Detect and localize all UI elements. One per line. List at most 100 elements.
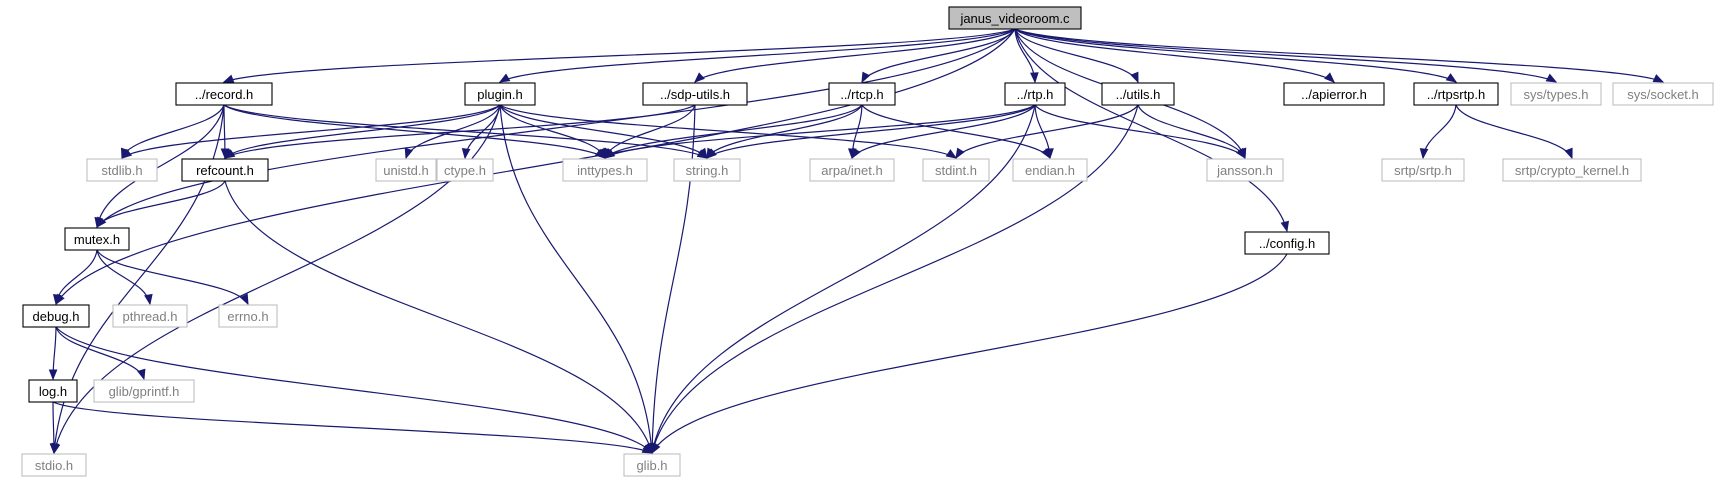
node-stdio-box bbox=[21, 453, 87, 477]
node-inttypes[interactable]: inttypes.h bbox=[562, 158, 648, 182]
node-stdint[interactable]: stdint.h bbox=[922, 158, 990, 182]
node-rtpsrtp-box bbox=[1413, 82, 1499, 106]
edge-refcount-to-glib bbox=[224, 180, 653, 454]
edge-record-to-stdlib bbox=[121, 104, 225, 159]
node-pthread-box bbox=[112, 304, 188, 328]
node-debug[interactable]: debug.h bbox=[22, 304, 90, 328]
node-unistd-label: unistd.h bbox=[383, 163, 429, 178]
node-syssocket-box bbox=[1612, 82, 1714, 106]
arrowhead-pthread bbox=[144, 293, 153, 306]
node-string-label: string.h bbox=[686, 163, 729, 178]
edge-sdputils-to-refcount bbox=[224, 104, 696, 159]
node-stdlib[interactable]: stdlib.h bbox=[86, 158, 158, 182]
node-glib[interactable]: glib.h bbox=[623, 453, 681, 477]
node-gprintf[interactable]: glib/gprintf.h bbox=[93, 379, 195, 403]
arrowhead-stdint bbox=[955, 147, 965, 160]
node-apierror-box bbox=[1283, 82, 1385, 106]
arrowhead-arpainet bbox=[851, 147, 861, 160]
node-refcount[interactable]: refcount.h bbox=[181, 158, 269, 182]
arrowhead-ctype bbox=[461, 148, 471, 160]
arrowhead-stdio bbox=[49, 443, 59, 455]
node-unistd-box bbox=[375, 158, 437, 182]
edge-rtcp-to-endian bbox=[861, 104, 1051, 159]
edge-debug-to-glib bbox=[55, 326, 653, 454]
edge-rtcp-to-inttypes bbox=[604, 104, 863, 159]
node-string[interactable]: string.h bbox=[673, 158, 741, 182]
node-rtpsrtp[interactable]: ../rtpsrtp.h bbox=[1413, 82, 1499, 106]
node-rtcp-box bbox=[828, 82, 896, 106]
node-inttypes-label: inttypes.h bbox=[577, 163, 633, 178]
node-stdint-label: stdint.h bbox=[935, 163, 977, 178]
node-errno[interactable]: errno.h bbox=[218, 304, 278, 328]
node-record-label: ../record.h bbox=[195, 87, 254, 102]
node-utils-label: ../utils.h bbox=[1116, 87, 1161, 102]
arrowhead-syssocket bbox=[1652, 74, 1665, 83]
node-ctype[interactable]: ctype.h bbox=[436, 158, 494, 182]
node-jansson-label: jansson.h bbox=[1216, 163, 1273, 178]
edge-debug-to-gprintf bbox=[55, 326, 145, 380]
edge-mutex-to-errno bbox=[96, 249, 249, 305]
node-mutex-label: mutex.h bbox=[74, 232, 120, 247]
node-plugin[interactable]: plugin.h bbox=[464, 82, 536, 106]
node-sdputils-label: ../sdp-utils.h bbox=[660, 87, 730, 102]
node-endian[interactable]: endian.h bbox=[1012, 158, 1088, 182]
edge-rtcp-to-string bbox=[706, 104, 863, 159]
arrowhead-errno bbox=[239, 293, 249, 306]
node-log[interactable]: log.h bbox=[28, 379, 78, 403]
node-arpainet[interactable]: arpa/inet.h bbox=[809, 158, 895, 182]
edge-rtpsrtp-to-srtp bbox=[1422, 104, 1457, 159]
node-janus[interactable]: janus_videoroom.c bbox=[948, 6, 1082, 30]
node-apierror[interactable]: ../apierror.h bbox=[1283, 82, 1385, 106]
node-config-label: ../config.h bbox=[1259, 236, 1315, 251]
edge-janus-to-rtcp bbox=[861, 28, 1016, 83]
arrowhead-rtcp bbox=[861, 71, 871, 84]
edge-plugin-to-string bbox=[499, 104, 708, 159]
node-srtp-box bbox=[1381, 158, 1465, 182]
node-crypto[interactable]: srtp/crypto_kernel.h bbox=[1502, 158, 1642, 182]
node-record[interactable]: ../record.h bbox=[175, 82, 273, 106]
arrowhead-glib bbox=[641, 444, 654, 454]
arrowhead-string bbox=[706, 148, 717, 159]
arrowhead-layer bbox=[48, 71, 1665, 455]
edge-janus-to-apierror bbox=[1014, 28, 1335, 83]
arrowhead-string bbox=[698, 147, 708, 160]
node-config[interactable]: ../config.h bbox=[1244, 231, 1330, 255]
node-ctype-box bbox=[436, 158, 494, 182]
node-apierror-label: ../apierror.h bbox=[1301, 87, 1367, 102]
node-stdio-label: stdio.h bbox=[35, 458, 73, 473]
arrowhead-systypes bbox=[1545, 73, 1558, 83]
node-gprintf-label: glib/gprintf.h bbox=[109, 384, 180, 399]
node-rtp[interactable]: ../rtp.h bbox=[1004, 82, 1066, 106]
node-systypes[interactable]: sys/types.h bbox=[1510, 82, 1602, 106]
arrowhead-debug bbox=[52, 294, 62, 306]
node-utils-box bbox=[1101, 82, 1175, 106]
node-record-box bbox=[175, 82, 273, 106]
edge-plugin-to-inttypes bbox=[499, 104, 606, 159]
node-inttypes-box bbox=[562, 158, 648, 182]
node-srtp-label: srtp/srtp.h bbox=[1394, 163, 1452, 178]
arrowhead-gprintf bbox=[137, 368, 146, 381]
node-stdint-box bbox=[922, 158, 990, 182]
edge-refcount-to-mutex bbox=[96, 180, 226, 228]
edge-rtpsrtp-to-crypto bbox=[1455, 104, 1573, 159]
edge-janus-to-utils bbox=[1014, 28, 1139, 83]
arrowhead-mutex bbox=[96, 216, 106, 229]
node-sdputils[interactable]: ../sdp-utils.h bbox=[642, 82, 748, 106]
node-log-box bbox=[28, 379, 78, 403]
node-stdio[interactable]: stdio.h bbox=[21, 453, 87, 477]
arrowhead-log bbox=[48, 369, 58, 381]
node-mutex[interactable]: mutex.h bbox=[64, 227, 130, 251]
node-gprintf-box bbox=[93, 379, 195, 403]
node-janus-label: janus_videoroom.c bbox=[959, 11, 1070, 26]
node-jansson[interactable]: jansson.h bbox=[1206, 158, 1284, 182]
edge-janus-to-syssocket bbox=[1014, 28, 1664, 83]
node-syssocket[interactable]: sys/socket.h bbox=[1612, 82, 1714, 106]
node-utils[interactable]: ../utils.h bbox=[1101, 82, 1175, 106]
node-unistd[interactable]: unistd.h bbox=[375, 158, 437, 182]
arrowhead-sdputils bbox=[694, 72, 705, 83]
node-pthread[interactable]: pthread.h bbox=[112, 304, 188, 328]
node-rtcp[interactable]: ../rtcp.h bbox=[828, 82, 896, 106]
node-srtp[interactable]: srtp/srtp.h bbox=[1381, 158, 1465, 182]
arrowhead-apierror bbox=[1324, 72, 1335, 83]
